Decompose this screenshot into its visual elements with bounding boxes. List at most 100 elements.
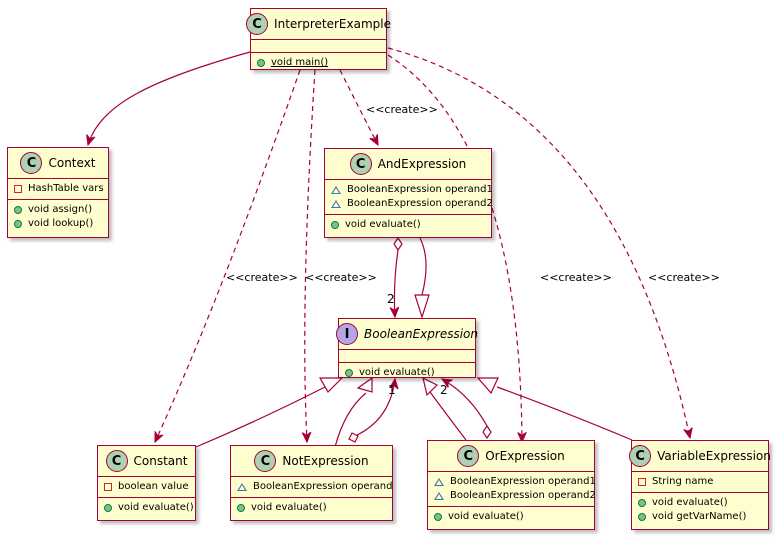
fields-section bbox=[339, 350, 475, 363]
public-icon bbox=[14, 220, 22, 228]
methods-section: void evaluate() bbox=[98, 498, 195, 518]
methods-section: void evaluate() bbox=[325, 215, 491, 235]
create-label-variableexpression: <<create>> bbox=[648, 271, 720, 284]
methods-section: void evaluate() bbox=[428, 507, 594, 527]
class-andexpression[interactable]: C AndExpression BooleanExpression operand… bbox=[324, 148, 493, 238]
edge-create-constant bbox=[155, 69, 301, 442]
edge-create-notexpression bbox=[305, 69, 316, 442]
class-header: C AndExpression bbox=[325, 149, 491, 180]
class-header: C InterpreterExample bbox=[246, 9, 391, 40]
fields-section: BooleanExpression operand1 BooleanExpres… bbox=[325, 180, 493, 215]
class-icon: C bbox=[254, 450, 277, 472]
public-icon bbox=[345, 369, 353, 377]
private-icon bbox=[104, 483, 112, 491]
create-label-notexpression: <<create>> bbox=[305, 271, 377, 284]
edge-create-variableexpression bbox=[387, 47, 690, 438]
multiplicity-not: 1 bbox=[388, 383, 396, 397]
class-notexpression[interactable]: C NotExpression BooleanExpression operand… bbox=[230, 445, 393, 521]
class-interpreterexample[interactable]: C InterpreterExample void main() bbox=[246, 8, 391, 73]
edge-create-andexpression bbox=[339, 69, 378, 145]
fields-section: BooleanExpression operand bbox=[231, 477, 393, 498]
public-icon bbox=[638, 513, 646, 521]
methods-section: void evaluate() void getVarName() bbox=[632, 493, 768, 527]
multiplicity-and: 2 bbox=[387, 292, 395, 306]
public-icon bbox=[331, 221, 339, 229]
class-name: AndExpression bbox=[377, 157, 467, 171]
public-icon bbox=[104, 504, 112, 512]
class-name: NotExpression bbox=[282, 454, 369, 468]
field-operand1: BooleanExpression operand1 bbox=[434, 475, 596, 489]
private-icon bbox=[14, 185, 22, 193]
class-name: Constant bbox=[133, 454, 188, 468]
methods-section: void assign() void lookup() bbox=[8, 200, 108, 234]
aggregation-diamond-and bbox=[393, 236, 403, 252]
edge-and-realization bbox=[419, 237, 427, 296]
field-operand2: BooleanExpression operand2 bbox=[434, 489, 596, 503]
aggregation-diamond-or bbox=[482, 424, 492, 440]
class-name: InterpreterExample bbox=[274, 17, 391, 31]
method-evaluate: void evaluate() bbox=[638, 496, 762, 510]
multiplicity-or: 2 bbox=[440, 383, 448, 397]
class-icon: C bbox=[20, 152, 43, 174]
methods-section: void main() bbox=[251, 53, 386, 73]
method-lookup: void lookup() bbox=[14, 217, 102, 231]
realization-head-not bbox=[356, 376, 373, 393]
edge-constant-realization bbox=[195, 386, 326, 448]
edge-var-realization bbox=[496, 386, 633, 441]
fields-section: HashTable vars bbox=[8, 179, 108, 200]
class-header: C Constant bbox=[98, 446, 195, 477]
method-evaluate: void evaluate() bbox=[237, 501, 386, 515]
field-value: boolean value bbox=[104, 480, 189, 494]
class-icon: C bbox=[105, 450, 128, 472]
field-name: String name bbox=[638, 475, 762, 489]
edge-or-aggregation bbox=[442, 379, 488, 427]
field-vars: HashTable vars bbox=[14, 182, 104, 196]
field-operand1: BooleanExpression operand1 bbox=[331, 183, 493, 197]
edge-not-realization bbox=[334, 392, 367, 448]
private-icon bbox=[638, 478, 646, 486]
public-icon bbox=[257, 59, 265, 67]
edge-interpreter-context bbox=[88, 51, 251, 145]
public-icon bbox=[14, 206, 22, 214]
class-icon: C bbox=[349, 153, 372, 175]
package-icon bbox=[434, 478, 444, 486]
class-name: BooleanExpression bbox=[364, 327, 478, 341]
class-name: OrExpression bbox=[485, 449, 565, 463]
create-label-constant: <<create>> bbox=[226, 271, 298, 284]
public-icon bbox=[237, 504, 245, 512]
class-constant[interactable]: C Constant boolean value void evaluate() bbox=[97, 445, 196, 521]
create-label-andexpression: <<create>> bbox=[366, 103, 438, 116]
method-evaluate: void evaluate() bbox=[104, 501, 194, 515]
edge-and-aggregation bbox=[394, 249, 398, 317]
class-name: VariableExpression bbox=[657, 449, 771, 463]
realization-head-and bbox=[414, 294, 430, 319]
method-evaluate: void evaluate() bbox=[345, 366, 469, 380]
methods-section: void evaluate() bbox=[231, 498, 392, 518]
method-main: void main() bbox=[257, 56, 380, 70]
realization-head-var bbox=[476, 377, 499, 395]
field-operand2: BooleanExpression operand2 bbox=[331, 197, 493, 211]
aggregation-diamond-not bbox=[348, 432, 359, 443]
realization-head-or bbox=[422, 376, 439, 397]
fields-section: BooleanExpression operand1 BooleanExpres… bbox=[428, 472, 596, 507]
package-icon bbox=[237, 483, 247, 491]
public-icon bbox=[434, 513, 442, 521]
package-icon bbox=[434, 492, 444, 500]
edge-or-realization bbox=[429, 391, 467, 441]
class-icon: C bbox=[246, 13, 269, 35]
method-evaluate: void evaluate() bbox=[331, 218, 485, 232]
method-evaluate: void evaluate() bbox=[434, 510, 588, 524]
realization-head-constant bbox=[318, 377, 344, 393]
fields-section bbox=[251, 40, 386, 53]
fields-section: String name bbox=[632, 472, 768, 493]
fields-section: boolean value bbox=[98, 477, 195, 498]
class-header: C NotExpression bbox=[231, 446, 392, 477]
method-assign: void assign() bbox=[14, 203, 102, 217]
